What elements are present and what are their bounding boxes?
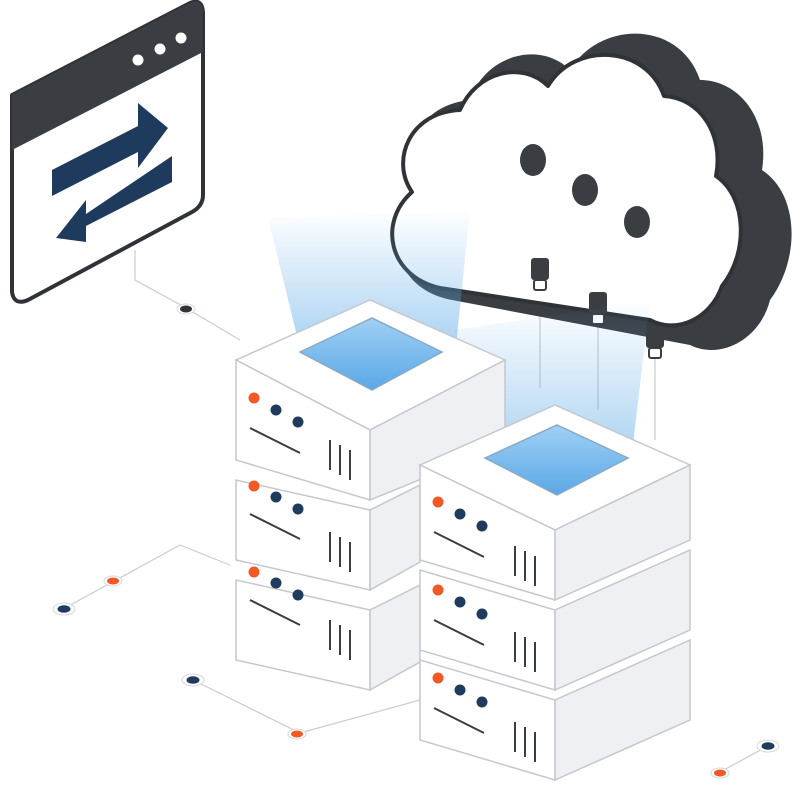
- window-dot-icon: [132, 54, 144, 66]
- window-dot-icon: [154, 43, 166, 55]
- light-beam-back: [268, 210, 470, 355]
- swap-arrows-icon: [52, 103, 172, 242]
- plug-icon: [646, 326, 664, 359]
- server-rack-icon: [234, 299, 507, 502]
- cloud-dot-icon: [520, 144, 546, 176]
- connector-dot: [103, 575, 123, 587]
- connector-dot: [710, 767, 730, 779]
- connector-dot: [52, 602, 76, 616]
- connector-dot: [287, 728, 307, 740]
- server-rack-icon: [418, 404, 692, 602]
- connector-dot: [756, 739, 780, 753]
- connector-dot: [176, 303, 196, 315]
- light-slot: [483, 424, 630, 496]
- server-stack-back: [234, 299, 507, 692]
- cloud-dot-icon: [624, 206, 650, 238]
- server-rack-icon: [419, 548, 691, 692]
- connector-dots: [52, 303, 780, 779]
- cloud-icon: [390, 33, 792, 350]
- server-rack-icon: [235, 479, 421, 592]
- window-dot-icon: [175, 32, 187, 44]
- server-rack-icon: [235, 566, 421, 692]
- server-rack-icon: [419, 638, 691, 782]
- transfer-window-icon: [10, 0, 205, 304]
- server-stack-front: [418, 404, 692, 782]
- light-slot: [298, 317, 444, 391]
- plug-icon: [531, 258, 549, 291]
- connector-dot: [181, 673, 205, 687]
- cloud-dot-icon: [572, 174, 598, 206]
